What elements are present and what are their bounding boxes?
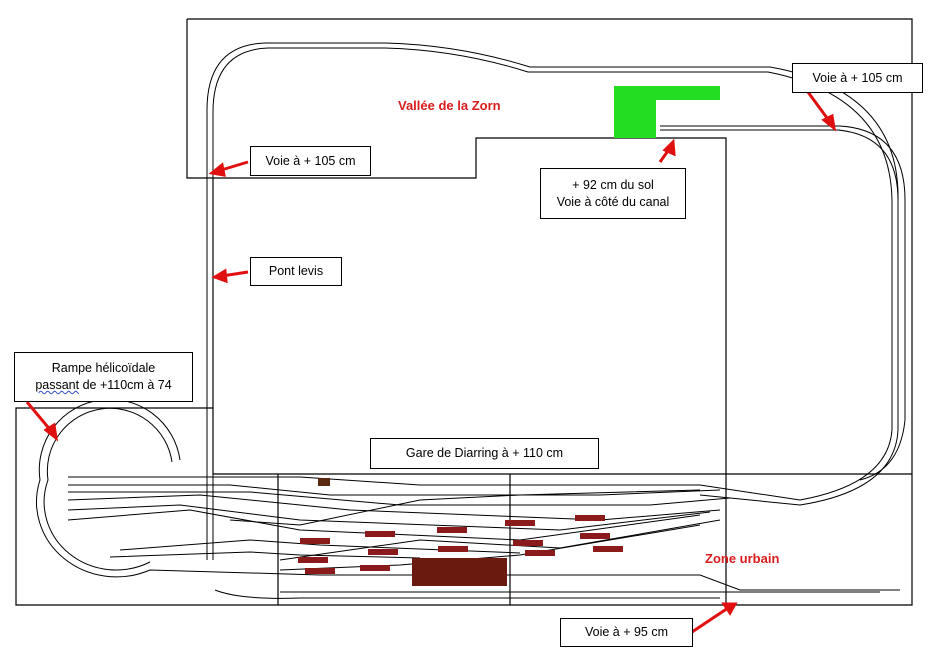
arrows [25, 87, 837, 634]
callout-text: passant [35, 378, 80, 392]
callout-voie-95: Voie à + 95 cm [560, 618, 693, 647]
tracks [36, 42, 906, 599]
zone-label-vallee-zorn: Vallée de la Zorn [398, 98, 501, 113]
wagons [298, 478, 623, 586]
callout-text: + 92 cm du sol [572, 177, 654, 192]
callout-text: Voie à + 95 cm [584, 625, 669, 639]
callout-voie-105-left: Voie à + 105 cm [250, 146, 371, 176]
callout-text: de +110cm à 74 [79, 378, 172, 392]
callout-text: Rampe hélicoïdale [51, 361, 156, 375]
callout-text: Voie à + 105 cm [812, 70, 903, 85]
callout-pont-levis: Pont levis [250, 257, 342, 286]
callout-text: Pont levis [268, 264, 324, 278]
callout-text: Voie à + 105 cm [265, 153, 356, 168]
callout-rampe: Rampe hélicoïdale passant de +110cm à 74 [14, 352, 193, 402]
canal-green-area-2 [614, 86, 656, 138]
callout-voie-105-right: Voie à + 105 cm [792, 63, 923, 93]
zone-label-urbain: Zone urbain [705, 551, 780, 566]
callout-text: Voie à côté du canal [556, 194, 670, 209]
callout-text: Gare de Diarring à + 110 cm [405, 446, 564, 460]
callout-gare: Gare de Diarring à + 110 cm [370, 438, 599, 469]
